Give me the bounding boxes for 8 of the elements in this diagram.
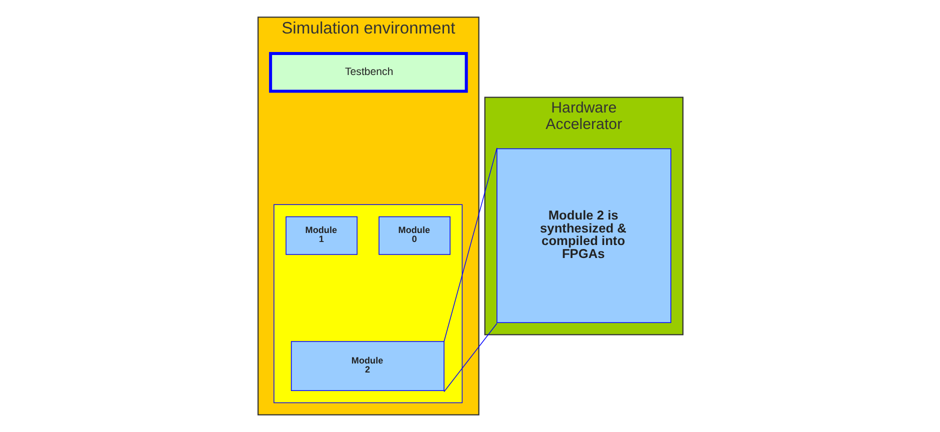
node-box: Testbench [268, 52, 468, 93]
cluster [273, 204, 462, 404]
connector [443, 322, 497, 392]
node-box: Module 1 [285, 216, 357, 255]
node-box: Module 2 [290, 341, 444, 391]
node-box: Module 0 [378, 216, 450, 255]
connector [443, 148, 497, 342]
node-box: Module 2 is synthesized & compiled into FPGAs [496, 148, 671, 323]
